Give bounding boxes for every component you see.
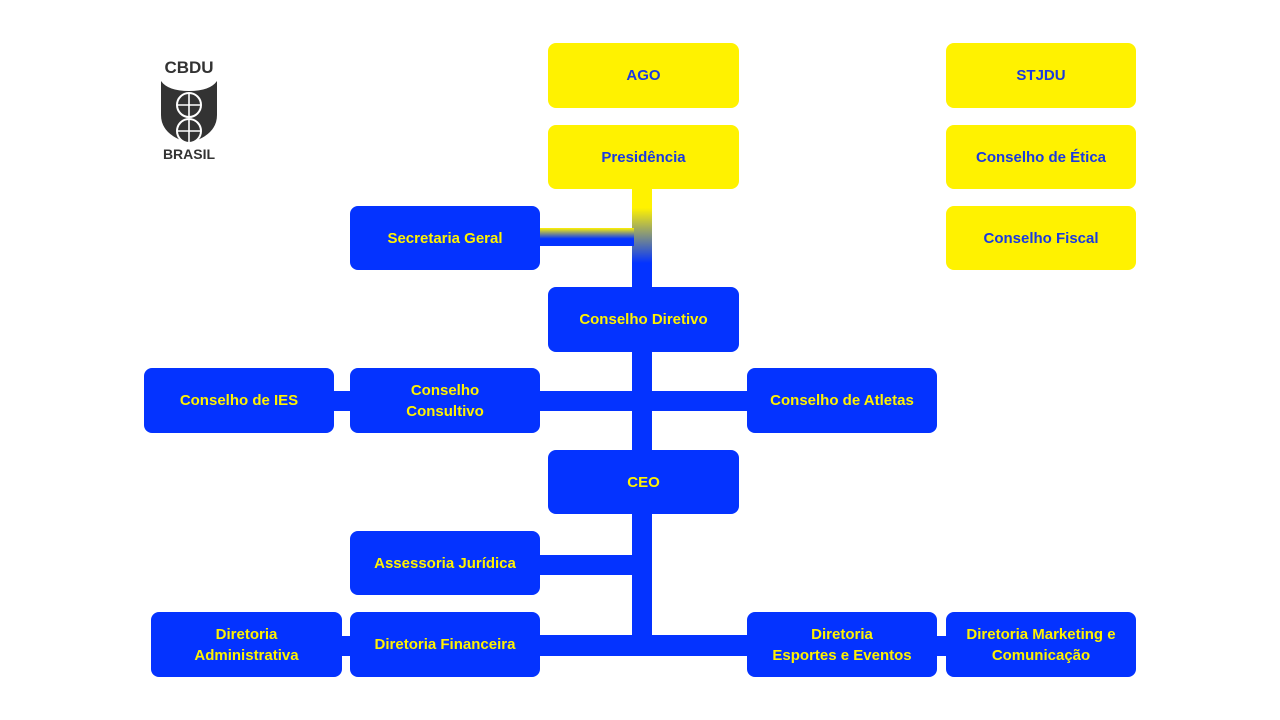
node-label: Conselho Diretivo <box>579 311 708 328</box>
basketball-icon <box>161 81 217 144</box>
node-label: STJDU <box>1016 67 1066 84</box>
connector-trunk-upper <box>632 188 652 288</box>
node-label: Assessoria Jurídica <box>374 554 516 572</box>
node-label: Secretaria Geral <box>387 229 503 247</box>
node-label: Diretoria Esportes e Eventos <box>772 625 912 664</box>
node-label: Conselho Fiscal <box>983 229 1099 247</box>
node-diretoria-esportes: Diretoria Esportes e Eventos <box>747 612 937 677</box>
node-label: AGO <box>626 67 661 84</box>
node-assessoria-juridica: Assessoria Jurídica <box>350 531 540 595</box>
node-label: Diretoria Marketing e Comunicação <box>966 625 1116 664</box>
node-conselho-fiscal: Conselho Fiscal <box>946 206 1136 270</box>
node-ago: AGO <box>548 43 739 108</box>
node-stjdu: STJDU <box>946 43 1136 108</box>
connector-trunk-lower <box>632 512 652 656</box>
node-label: Diretoria Financeira <box>374 636 516 653</box>
node-conselho-consultivo: Conselho Consultivo <box>350 368 540 433</box>
connector-adm-financeira <box>340 636 352 656</box>
connector-esportes-marketing <box>935 636 948 656</box>
node-label: Conselho de IES <box>179 392 299 409</box>
node-diretoria-financeira: Diretoria Financeira <box>350 612 540 677</box>
node-label: Presidência <box>601 148 686 166</box>
node-diretoria-administrativa: Diretoria Administrativa <box>151 612 342 677</box>
node-diretoria-marketing: Diretoria Marketing e Comunicação <box>946 612 1136 677</box>
node-label: Conselho de Atletas <box>770 392 914 409</box>
node-secretaria-geral: Secretaria Geral <box>350 206 540 270</box>
connector-secretaria <box>540 228 634 246</box>
connector-diretorias-horizontal <box>540 635 749 656</box>
connector-conselhos-horizontal <box>540 391 749 411</box>
node-conselho-etica: Conselho de Ética <box>946 125 1136 189</box>
node-conselho-atletas: Conselho de Atletas <box>747 368 937 433</box>
node-label: Conselho Consultivo <box>406 381 484 420</box>
connector-ies-consultivo <box>332 391 352 411</box>
node-conselho-ies: Conselho de IES <box>144 368 334 433</box>
node-label: Conselho de Ética <box>975 148 1107 166</box>
node-presidencia: Presidência <box>548 125 739 189</box>
node-label: Diretoria Administrativa <box>194 625 299 664</box>
node-conselho-diretivo: Conselho Diretivo <box>548 287 739 352</box>
connector-assessoria <box>540 555 634 575</box>
node-label: CEO <box>627 473 660 491</box>
node-ceo: CEO <box>548 450 739 514</box>
cbdu-logo: CBDU BRASIL <box>161 58 217 162</box>
logo-bottom-text: BRASIL <box>163 146 216 162</box>
logo-top-text: CBDU <box>164 58 213 77</box>
